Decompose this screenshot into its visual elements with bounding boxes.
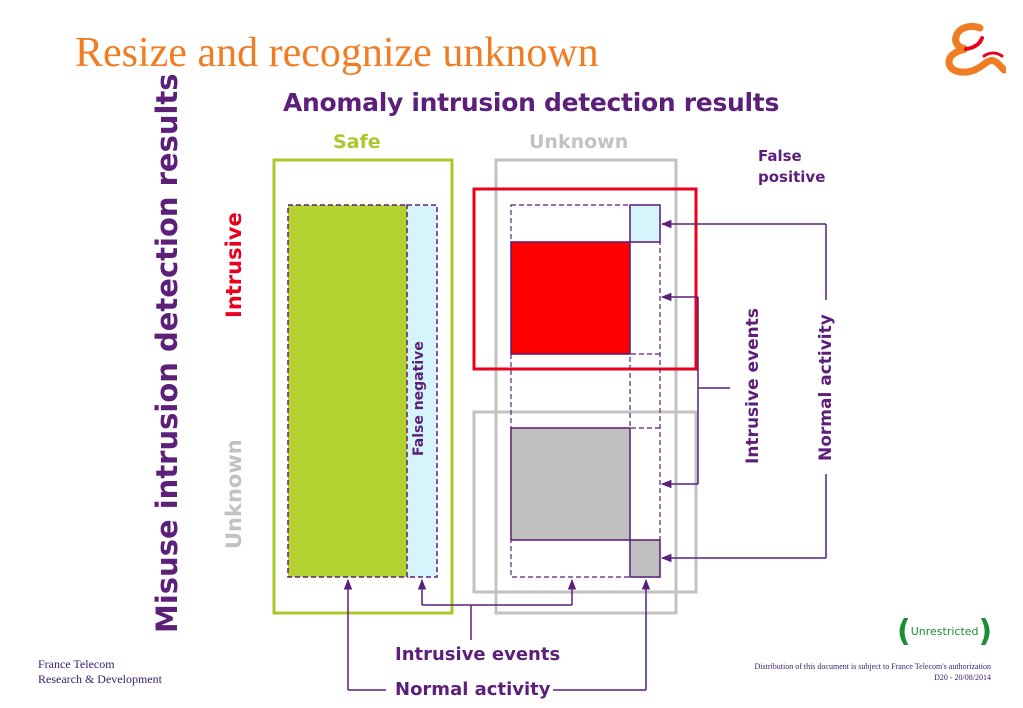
intrusive-frame	[472, 187, 698, 371]
safe-frame	[272, 158, 454, 615]
company-footer: France Telecom Research & Development	[38, 657, 162, 686]
false-positive-label: False positive	[758, 147, 826, 186]
normal-activity-bracket	[660, 219, 827, 563]
safe-label: Safe	[333, 131, 381, 153]
normal-activity-vertical-label: Normal activity	[816, 314, 836, 461]
safe-green-fill	[287, 204, 409, 578]
intrusive-row-label: Intrusive	[222, 212, 246, 318]
normal-activity-bottom-label: Normal activity	[395, 679, 551, 700]
misuse-axis-title: Misuse intrusion detection results	[150, 73, 184, 633]
intrusive-events-bottom-label: Intrusive events	[395, 644, 561, 665]
distribution-notice: Distribution of this document is subject…	[754, 662, 991, 682]
intrusive-red-block	[510, 241, 631, 355]
unknown-frame	[494, 158, 678, 615]
classification-badge: (Unrestricted)	[897, 614, 993, 649]
slide-subtitle: Anomaly intrusion detection results	[283, 88, 780, 117]
intrusive-events-vertical-label: Intrusive events	[743, 307, 763, 464]
slide-title: Resize and recognize unknown	[75, 30, 599, 76]
unknown-row-label: Unknown	[222, 439, 246, 549]
bottom-intrusive-events-bracket	[417, 578, 577, 640]
classification-text: Unrestricted	[910, 625, 979, 638]
document-reference: D20 - 20/08/2014	[934, 673, 991, 682]
false-negative-label: False negative	[411, 341, 427, 456]
false-positive-box	[629, 204, 661, 243]
unknown-top-label: Unknown	[529, 131, 629, 153]
bottom-normal-activity-bracket	[343, 578, 651, 691]
unknown-gray-block	[510, 427, 631, 541]
unknown-small-box	[629, 539, 661, 578]
dashed-outline	[510, 204, 661, 578]
intrusive-events-bracket	[660, 292, 730, 489]
france-telecom-ampersand-icon	[945, 22, 1006, 76]
unknown-lower-frame	[472, 410, 698, 594]
false-negative-column	[406, 204, 438, 578]
